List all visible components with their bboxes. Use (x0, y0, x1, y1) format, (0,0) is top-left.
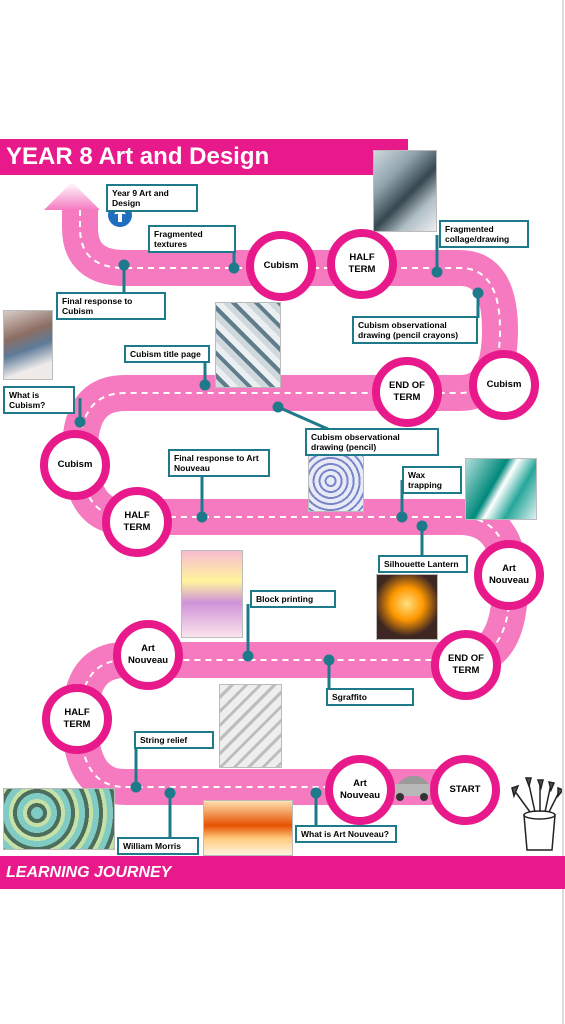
road-arrow-tip (44, 182, 100, 210)
label-wax-trapping: Wax trapping (402, 466, 462, 494)
label-string-relief: String relief (134, 731, 214, 749)
label-what-is-cubism: What is Cubism? (3, 386, 75, 414)
label-final-response-art-nouveau: Final response to Art Nouveau (168, 449, 270, 477)
label-cubism-observational-pencil: Cubism observational drawing (pencil) (305, 428, 439, 456)
road-band (62, 210, 528, 805)
silhouette-lantern-image (376, 574, 438, 640)
picasso-artwork-image (3, 310, 53, 380)
label-fragmented-textures: Fragmented textures (148, 225, 236, 253)
milestone-start: START (430, 755, 500, 825)
milestone-cubism-right: Cubism (469, 350, 539, 420)
milestone-end-of-term-bottom: END OF TERM (431, 630, 501, 700)
mucha-poster-image (203, 800, 293, 856)
label-final-response-cubism: Final response to Cubism (56, 292, 166, 320)
label-silhouette-lantern: Silhouette Lantern (378, 555, 468, 573)
milestone-half-term-top: HALF TERM (327, 229, 397, 299)
milestone-half-term-mid: HALF TERM (102, 487, 172, 557)
paintbrush-pot-icon (511, 777, 565, 851)
milestone-cubism-top: Cubism (246, 231, 316, 301)
page-title: YEAR 8 Art and Design (0, 139, 408, 175)
label-cubism-observational-crayons: Cubism observational drawing (pencil cra… (352, 316, 478, 344)
milestone-half-term-bottom: HALF TERM (42, 684, 112, 754)
wax-trapping-image (465, 458, 537, 520)
label-william-morris: William Morris (117, 837, 199, 855)
block-printing-image (181, 550, 243, 638)
label-sgraffito: Sgraffito (326, 688, 414, 706)
milestone-art-nouveau-right: Art Nouveau (474, 540, 544, 610)
label-year9: Year 9 Art and Design (106, 184, 198, 212)
milestone-end-of-term-top: END OF TERM (372, 357, 442, 427)
string-relief-image (219, 684, 282, 768)
milestone-art-nouveau-start: Art Nouveau (325, 755, 395, 825)
car-icon (390, 776, 432, 801)
william-morris-pattern-image (3, 788, 115, 850)
footer-title: LEARNING JOURNEY (0, 856, 565, 889)
cubist-artwork-image (373, 150, 437, 232)
label-what-is-art-nouveau: What is Art Nouveau? (295, 825, 397, 843)
label-block-printing: Block printing (250, 590, 336, 608)
label-cubism-title-page: Cubism title page (124, 345, 210, 363)
cubism-title-page-image (215, 302, 281, 388)
milestone-cubism-left: Cubism (40, 430, 110, 500)
pencil-drawing-image (308, 450, 364, 512)
milestone-art-nouveau-left: Art Nouveau (113, 620, 183, 690)
label-fragmented-collage: Fragmented collage/drawing (439, 220, 529, 248)
